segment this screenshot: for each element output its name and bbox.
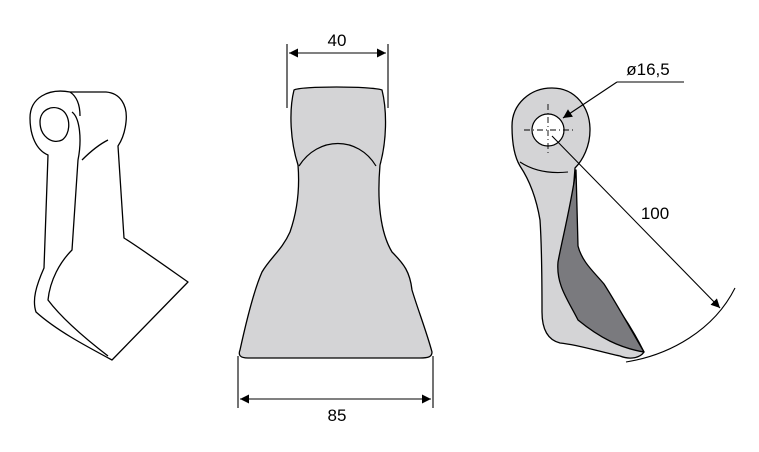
side-body (511, 87, 645, 359)
front-cam-arc (298, 143, 377, 167)
side-edge-line (519, 161, 569, 174)
outline-cam-edge (81, 139, 109, 161)
radius-label: 100 (641, 204, 669, 223)
hammer-side-view (511, 87, 645, 359)
dimension-top-width (286, 44, 389, 108)
dimension-radius (551, 135, 736, 363)
bottom-width-label: 85 (328, 406, 347, 425)
outline-inner-edge (47, 111, 109, 357)
hole-leader-line (562, 81, 618, 119)
outline-hole (39, 107, 70, 142)
dimension-bottom-width (237, 356, 434, 408)
hammer-outline-view (29, 90, 189, 361)
radius-dim-line (551, 135, 721, 309)
side-shaded-face (557, 169, 645, 353)
outline-eye-top (69, 91, 81, 117)
front-body (238, 86, 433, 359)
radius-arc (625, 287, 736, 363)
top-width-label: 40 (328, 31, 347, 50)
dimension-hole-diameter (562, 81, 684, 119)
outline-body (29, 90, 189, 361)
hammer-front-view (238, 86, 433, 359)
hole-diameter-label: ø16,5 (626, 60, 669, 79)
